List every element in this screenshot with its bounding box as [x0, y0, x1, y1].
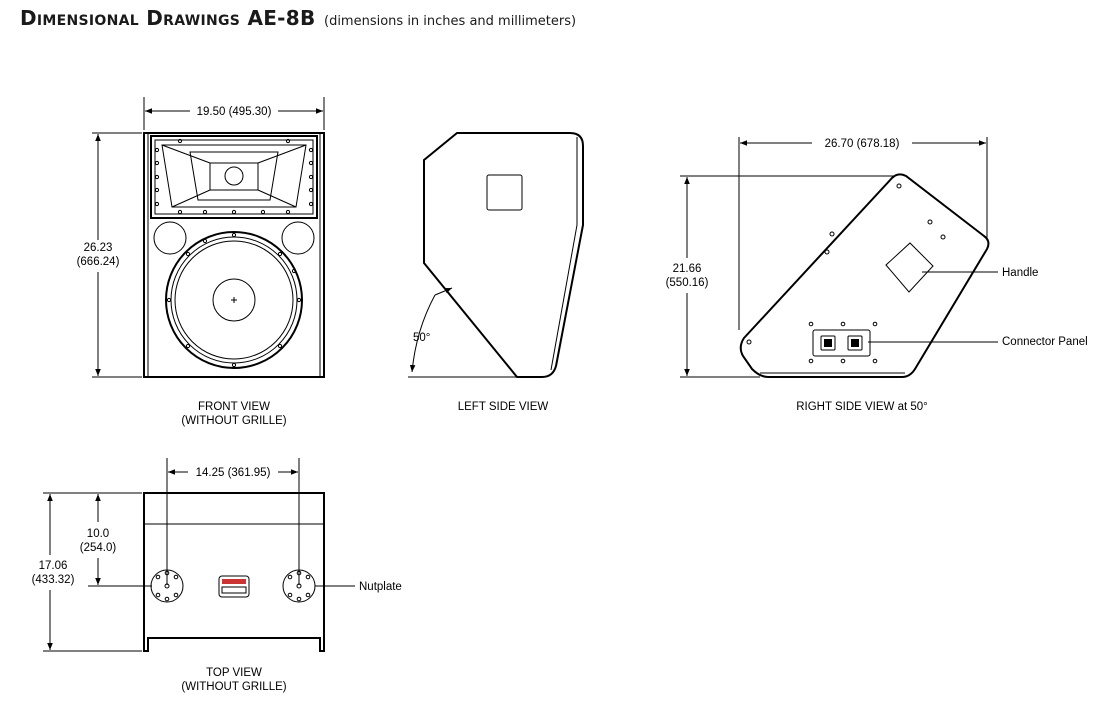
connector-jack-2-fill [851, 339, 859, 347]
top-center-badge-plate [221, 586, 247, 594]
top-depth-mm: (433.32) [32, 574, 75, 586]
top-cabinet-outline [143, 492, 325, 652]
front-height-in: 26.23 [84, 242, 113, 254]
front-horn-frame [150, 135, 318, 219]
left-side-view: 50° LEFT SIDE VIEW [408, 132, 584, 413]
front-woofer-screws [166, 232, 302, 368]
connector-panel [812, 329, 871, 357]
front-view-caption: FRONT VIEW [198, 401, 270, 413]
front-height-mm: (666.24) [77, 256, 120, 268]
page-header: Dimensional Drawings AE-8B (dimensions i… [20, 6, 576, 30]
top-view-caption: TOP VIEW [206, 667, 262, 679]
connector-jack-1 [820, 335, 836, 351]
handle-label: Handle [1002, 267, 1038, 279]
front-view-caption-sub: (WITHOUT GRILLE) [181, 415, 286, 427]
left-side-rear-edge-lower [550, 224, 578, 371]
front-cabinet-outline [143, 132, 325, 378]
right-width-label: 26.70 (678.18) [825, 138, 900, 150]
right-side-view: 26.70 (678.18) 21.66 (550.16) Handle Con… [666, 137, 1088, 413]
top-depth-in: 17.06 [39, 560, 68, 572]
connector-label: Connector Panel [1002, 336, 1088, 348]
connector-jack-2 [847, 335, 863, 351]
nutplate-left [150, 569, 184, 603]
connector-panel-screws [808, 321, 878, 364]
left-side-angle-label: 50° [413, 332, 430, 344]
left-side-angle-arc [409, 294, 436, 373]
right-height-in: 21.66 [673, 263, 702, 275]
top-view: 14.25 (361.95) 10.0 (254.0) 17.06 (433.3… [32, 458, 402, 693]
front-port-right [281, 221, 315, 255]
front-horn-flare-line-4 [257, 189, 297, 208]
top-view-caption-sub: (WITHOUT GRILLE) [181, 681, 286, 693]
front-horn-mouth [161, 144, 307, 208]
front-width-label: 19.50 (495.30) [197, 106, 272, 118]
top-center-badge-logo [222, 579, 246, 584]
left-side-handle [486, 174, 523, 211]
nutplate-label: Nutplate [359, 581, 402, 593]
right-side-outline [739, 173, 990, 378]
front-horn-screws [154, 138, 314, 215]
front-horn-throat [209, 162, 259, 191]
left-side-outline [423, 132, 584, 378]
front-horn-flare-line-3 [171, 189, 211, 208]
front-horn-flare [189, 151, 279, 201]
front-port-left [153, 221, 187, 255]
left-side-caption: LEFT SIDE VIEW [458, 401, 549, 413]
top-spacing-label: 14.25 (361.95) [196, 467, 271, 479]
front-woofer-cone [174, 240, 294, 360]
nutplate-right-holes [287, 570, 311, 602]
page-subtitle: (dimensions in inches and millimeters) [324, 14, 577, 29]
top-inner-in: 10.0 [87, 528, 109, 540]
nutplate-left-holes [155, 570, 179, 602]
page-title: Dimensional Drawings AE-8B [20, 6, 316, 30]
front-woofer-frame [165, 231, 303, 369]
front-horn-flare-line-2 [257, 144, 307, 164]
right-side-caption: RIGHT SIDE VIEW at 50° [796, 401, 928, 413]
top-center-badge [218, 575, 250, 598]
right-side-screws [746, 183, 946, 345]
top-inner-mm: (254.0) [80, 542, 117, 554]
front-view: 19.50 (495.30) 26.23 (666.24) [77, 97, 325, 427]
front-horn-driver [224, 166, 244, 186]
connector-jack-1-fill [824, 339, 832, 347]
left-side-angle-pointer [434, 287, 453, 296]
right-height-mm: (550.16) [666, 277, 709, 289]
front-horn-flare-line-1 [161, 144, 211, 164]
front-woofer-dustcap [212, 278, 256, 322]
right-side-handle [885, 242, 934, 293]
